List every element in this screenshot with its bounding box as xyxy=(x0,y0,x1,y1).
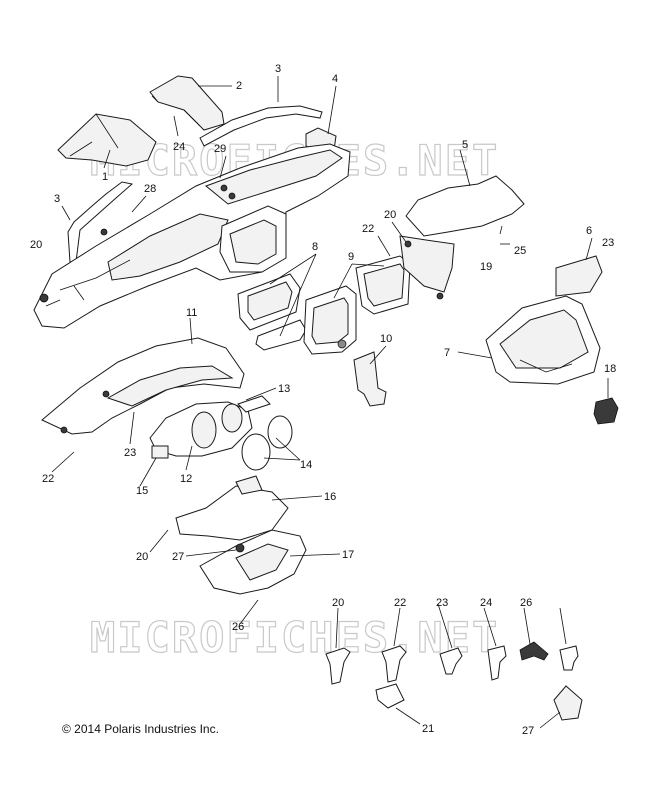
callout-24-top: 24 xyxy=(173,141,185,153)
callout-8: 8 xyxy=(312,241,318,253)
callout-29: 29 xyxy=(214,143,226,155)
part-12-gauge-housing xyxy=(149,401,253,457)
part-1-left-cover xyxy=(57,113,157,167)
callout-5: 5 xyxy=(462,139,468,151)
callout-20-right: 20 xyxy=(384,209,396,221)
part-16-lower-cover xyxy=(175,475,289,541)
callout-27-mid: 27 xyxy=(172,551,184,563)
part-10-bracket xyxy=(353,351,387,407)
callout-16: 16 xyxy=(324,491,336,503)
part-18-clip xyxy=(593,397,619,425)
callout-22-row: 22 xyxy=(394,597,406,609)
callout-7: 7 xyxy=(444,347,450,359)
callout-21: 21 xyxy=(422,723,434,735)
callout-20-lower: 20 xyxy=(136,551,148,563)
callout-20-left: 20 xyxy=(30,239,42,251)
callout-22-top: 22 xyxy=(362,223,374,235)
callout-9: 9 xyxy=(348,251,354,263)
part-13-lens xyxy=(237,395,271,413)
part-14-rings xyxy=(241,415,293,471)
callout-15: 15 xyxy=(136,485,148,497)
part-3-upper-strip xyxy=(199,105,323,147)
fastener-row xyxy=(325,641,583,721)
part-5-right-assembly xyxy=(399,175,525,300)
callout-12: 12 xyxy=(180,473,192,485)
callout-26-row: 26 xyxy=(520,597,532,609)
part-9-displays xyxy=(303,255,411,355)
callout-27-row: 27 xyxy=(522,725,534,737)
copyright-text: © 2014 Polaris Industries Inc. xyxy=(62,722,219,736)
callout-2: 2 xyxy=(236,80,242,92)
callout-18: 18 xyxy=(604,363,616,375)
callout-28: 28 xyxy=(144,183,156,195)
callouts: 2 3 4 24 29 1 3 28 20 5 20 22 8 9 25 19 … xyxy=(30,63,616,737)
callout-25: 25 xyxy=(514,245,526,257)
part-2-upper-cover xyxy=(149,75,225,131)
callout-11: 11 xyxy=(186,307,197,319)
callout-19: 19 xyxy=(480,261,492,273)
callout-10: 10 xyxy=(380,333,392,345)
part-17-lower-panel xyxy=(199,529,307,595)
callout-17: 17 xyxy=(342,549,354,561)
part-6-panel xyxy=(555,255,603,297)
callout-6: 6 xyxy=(586,225,592,237)
callout-1: 1 xyxy=(102,171,108,183)
callout-4: 4 xyxy=(332,73,338,85)
callout-14: 14 xyxy=(300,459,312,471)
part-8-surrounds xyxy=(237,273,307,351)
callout-23-right: 23 xyxy=(602,237,614,249)
callout-3-left: 3 xyxy=(54,193,60,205)
callout-26-mid: 26 xyxy=(232,621,244,633)
callout-3-top: 3 xyxy=(275,63,281,75)
leader-lines xyxy=(51,76,609,729)
callout-23-mid: 23 xyxy=(124,447,136,459)
callout-22-left: 22 xyxy=(42,473,54,485)
callout-23-row: 23 xyxy=(436,597,448,609)
callout-20-row: 20 xyxy=(332,597,344,609)
part-7-tray xyxy=(485,295,601,385)
callout-24-row: 24 xyxy=(480,597,492,609)
main-dash-assembly xyxy=(33,143,351,329)
part-11-lower-dash xyxy=(41,337,245,435)
watermark-bottom: MICROFICHES.NET xyxy=(90,613,499,662)
part-15-label xyxy=(151,445,169,459)
callout-13: 13 xyxy=(278,383,290,395)
